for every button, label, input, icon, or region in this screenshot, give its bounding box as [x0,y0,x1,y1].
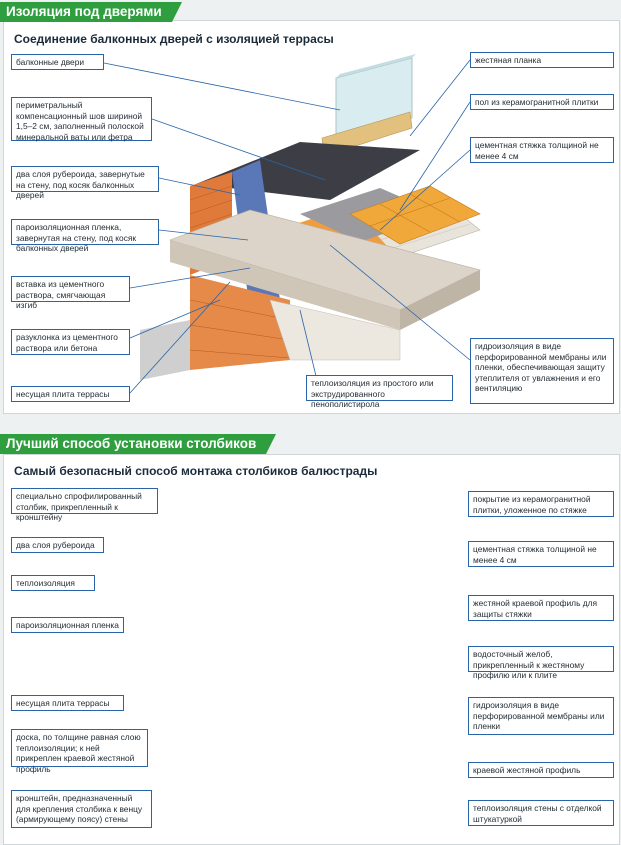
label-edge-profile: краевой жестяной профиль [468,762,614,778]
section1-subtitle: Соединение балконных дверей с изоляцией … [14,32,334,46]
label-two-layers-ruberoid-2: два слоя рубероида [11,537,104,553]
label-two-layers-ruberoid: два слоя рубероида, завернутые на стену,… [11,166,159,200]
label-gutter: водосточный желоб, прикрепленный к жестя… [468,646,614,680]
label-porcelain-floor: пол из керамогранитной плитки [470,94,614,110]
label-tin-strip: жестяная планка [470,52,614,68]
label-cement-insert: вставка из цементного раствора, смягчающ… [11,276,130,310]
label-bearing-slab-2: несущая плита террасы [11,695,124,711]
section2-subtitle: Самый безопасный способ монтажа столбико… [14,464,378,478]
diagram1-leaders [103,59,471,394]
diagram1-illustration [140,54,481,380]
label-waterproofing-membrane: гидроизоляция в виде перфорированной мем… [470,338,614,404]
label-perimeter-joint: периметральный компенсационный шов ширин… [11,97,152,142]
label-vapor-film-2: пароизоляционная пленка [11,617,124,633]
label-cement-screed: цементная стяжка толщиной не менее 4 см [470,137,614,163]
section1-heading: Изоляция под дверями [0,2,182,22]
label-wall-insulation: теплоизоляция стены с отделкой штукатурк… [468,800,614,826]
label-tin-edge-profile: жестяной краевой профиль для защиты стяж… [468,595,614,621]
label-bearing-slab: несущая плита террасы [11,386,130,402]
label-profiled-post: специально спрофилированный столбик, при… [11,488,158,522]
label-cement-screed-2: цементная стяжка толщиной не менее 4 см [468,541,614,567]
label-cement-slope: разуклонка из цементного раствора или бе… [11,329,130,355]
label-waterproofing-2: гидроизоляция в виде перфорированной мем… [468,697,614,735]
label-balcony-doors: балконные двери [11,54,104,70]
label-insulation-2: теплоизоляция [11,575,95,591]
label-porcelain-cover: покрытие из керамогранитной плитки, улож… [468,491,614,517]
label-bracket: кронштейн, предназначенный для крепления… [11,790,152,828]
label-thermal-insulation: теплоизоляция из простого или экструдиро… [306,375,453,409]
label-vapor-film: пароизоляционная пленка, завернутая на с… [11,219,159,253]
section2-heading: Лучший способ установки столбиков [0,434,277,454]
label-board: доска, по толщине равная слою теплоизоля… [11,729,148,774]
